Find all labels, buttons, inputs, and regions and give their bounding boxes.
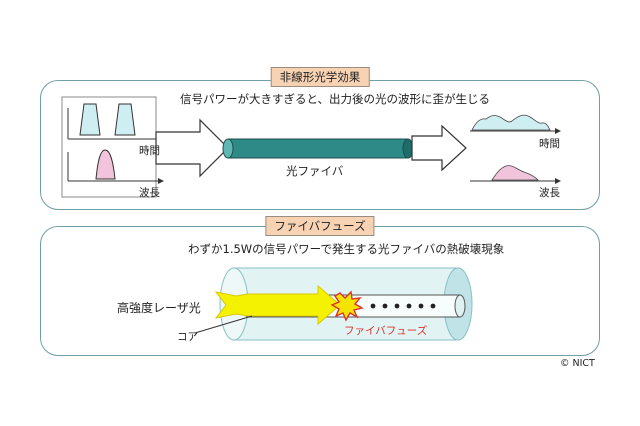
output-distorted-spectrum: [491, 165, 539, 181]
output-wavelength-label: 波長: [539, 187, 560, 199]
input-signal-box: [61, 96, 157, 198]
input-pulse-1: [79, 103, 101, 136]
nonlinear-effect-subtitle: 信号パワーが大きすぎると、出力後の光の波形に歪が生じる: [180, 92, 491, 106]
output-arrow: [411, 124, 467, 172]
input-pulse-2: [114, 103, 136, 136]
fiber-label: 光ファイバ: [286, 164, 344, 178]
laser-arrow: [214, 284, 341, 326]
nonlinear-effect-title: 非線形光学効果: [270, 67, 370, 87]
fuse-dots: [370, 303, 436, 309]
optical-fiber: [227, 138, 409, 159]
output-distorted-pulses: [471, 114, 551, 131]
input-spectrum: [95, 149, 116, 180]
fiber-fuse-subtitle: わずか1.5Wの信号パワーで発生する光ファイバの熱破壊現象: [188, 242, 505, 256]
fiber-fuse-title: ファイバフューズ: [265, 216, 375, 236]
core-label: コア: [177, 331, 198, 343]
fiber-fuse-label: ファイバフューズ: [344, 325, 428, 337]
input-wavelength-label: 波長: [139, 187, 160, 199]
output-time-label: 時間: [539, 138, 560, 150]
core-pointer: [194, 315, 253, 334]
laser-label: 高強度レーザ光: [117, 301, 201, 315]
input-time-label: 時間: [139, 145, 160, 157]
fuse-burst: [330, 290, 364, 322]
input-arrow: [155, 118, 229, 178]
copyright-text: © NICT: [560, 358, 595, 369]
